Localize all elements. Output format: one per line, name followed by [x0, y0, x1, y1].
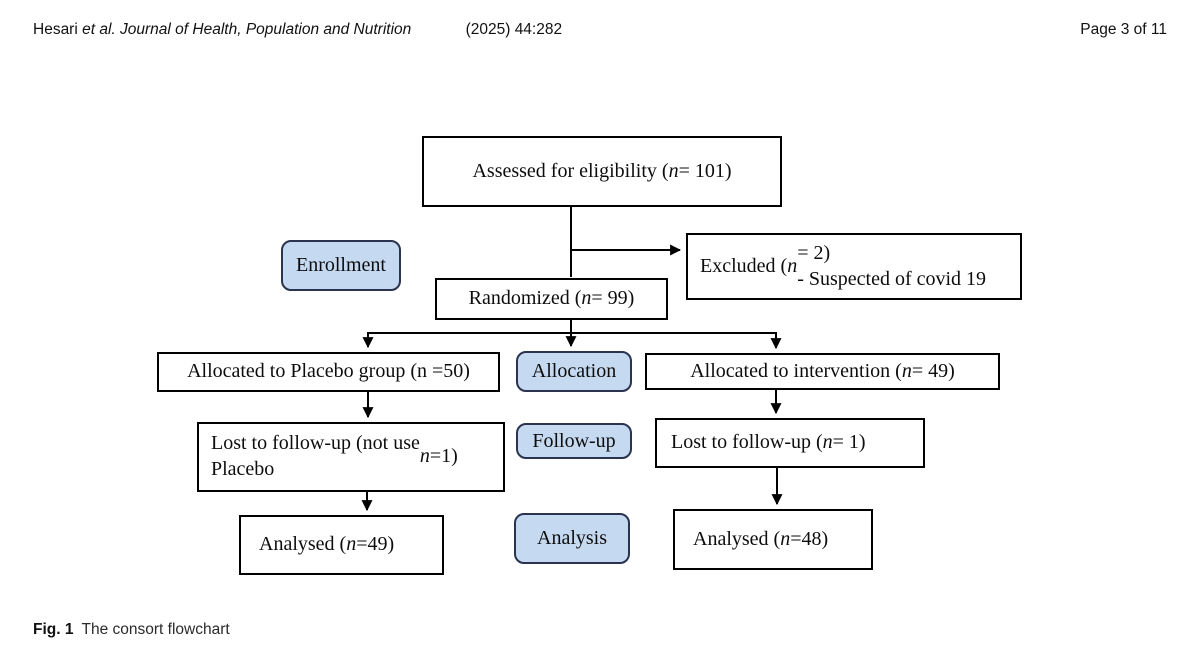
header-citation: Hesari et al. Journal of Health, Populat… — [33, 21, 562, 39]
header-journal-title: et al. Journal of Health, Population and… — [82, 21, 412, 38]
node-assessed: Assessed for eligibility (n = 101) — [422, 136, 782, 207]
header-author: Hesari — [33, 21, 78, 38]
header-volume: (2025) 44:282 — [465, 21, 563, 38]
stage-analysis: Analysis — [514, 513, 630, 564]
figure-caption-label: Fig. 1 — [33, 621, 74, 638]
node-allocated-placebo: Allocated to Placebo group (n =50) — [157, 352, 500, 392]
stage-follow-up: Follow-up — [516, 423, 632, 459]
node-allocated-intervention: Allocated to intervention (n = 49) — [645, 353, 1000, 390]
node-randomized: Randomized (n = 99) — [435, 278, 668, 320]
node-lost-intervention: Lost to follow-up (n = 1) — [655, 418, 925, 468]
header-page-number: Page 3 of 11 — [1080, 21, 1167, 38]
node-excluded: Excluded (n = 2)- Suspected of covid 19 — [686, 233, 1022, 300]
node-analysed-placebo: Analysed (n =49) — [239, 515, 444, 575]
node-analysed-intervention: Analysed (n =48) — [673, 509, 873, 570]
figure-caption: Fig. 1 The consort flowchart — [33, 621, 230, 639]
stage-enrollment: Enrollment — [281, 240, 401, 291]
stage-allocation: Allocation — [516, 351, 632, 392]
figure-caption-text: The consort flowchart — [81, 621, 230, 638]
